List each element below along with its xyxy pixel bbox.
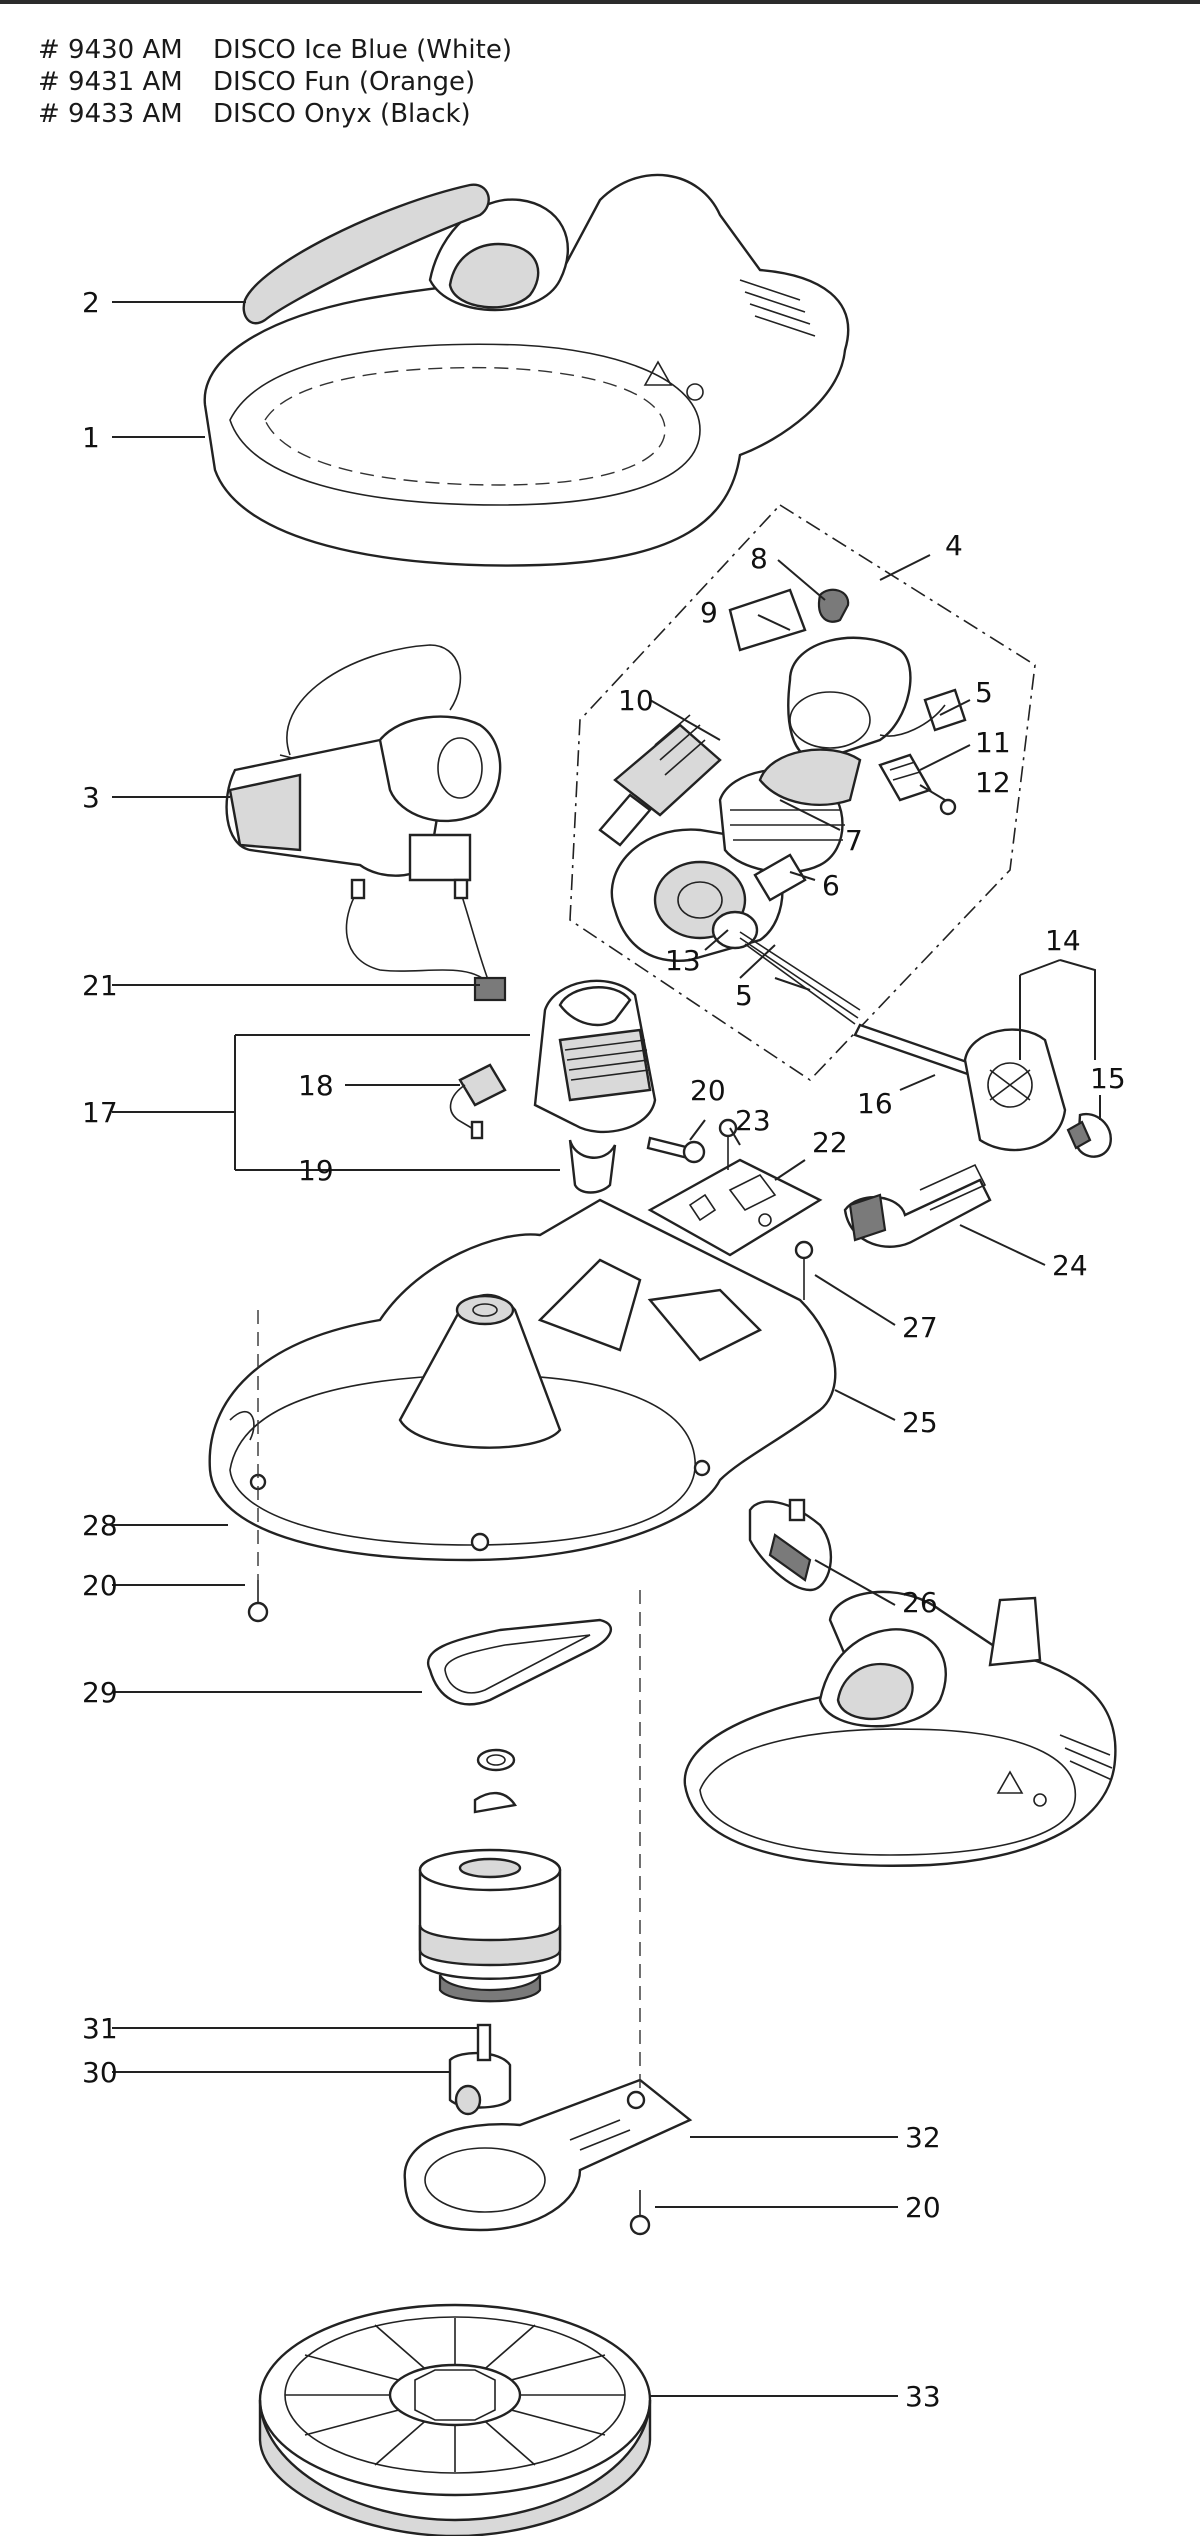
callout-30: 30	[82, 2056, 118, 2089]
callout-9: 9	[700, 596, 718, 629]
part-25-base-housing	[208, 1198, 837, 1562]
part-31-caster-stem	[476, 2023, 492, 2062]
model-row: # 9431 AM DISCO Fun (Orange)	[38, 66, 512, 98]
model-name: DISCO Onyx (Black)	[213, 99, 471, 129]
callout-10: 10	[618, 684, 654, 717]
part-20-screw-top	[646, 1136, 706, 1164]
part-32-base-plate	[403, 1590, 693, 2232]
part-17-motor	[449, 979, 657, 1194]
washer-and-clip	[473, 1748, 518, 1814]
callout-24: 24	[1052, 1249, 1088, 1282]
callout-20-motor: 20	[690, 1074, 726, 1107]
callout-8: 8	[750, 542, 768, 575]
callout-16: 16	[857, 1087, 893, 1120]
callout-19: 19	[298, 1154, 334, 1187]
part-27-screw	[794, 1240, 814, 1300]
leader-lines	[112, 301, 1101, 2397]
callout-28: 28	[82, 1509, 118, 1542]
callout-2: 2	[82, 286, 100, 319]
model-name: DISCO Fun (Orange)	[213, 67, 476, 97]
callout-11: 11	[975, 726, 1011, 759]
callout-25: 25	[902, 1406, 938, 1439]
part-3-handle-assembly	[225, 644, 502, 882]
part-21-wire-harness	[345, 878, 507, 1002]
callout-7: 7	[845, 824, 863, 857]
model-name: DISCO Ice Blue (White)	[213, 35, 512, 65]
callout-20-plate: 20	[905, 2191, 941, 2224]
callout-33: 33	[905, 2380, 941, 2413]
model-code: # 9431 AM	[38, 67, 183, 97]
callout-17: 17	[82, 1096, 118, 1129]
part-1-top-housing	[203, 173, 850, 567]
callout-31: 31	[82, 2012, 118, 2045]
callout-20-base: 20	[82, 1569, 118, 1602]
callout-22: 22	[812, 1126, 848, 1159]
assembled-unit-view	[683, 1590, 1117, 1867]
callout-32: 32	[905, 2121, 941, 2154]
part-26-handle-grip	[748, 1498, 833, 1592]
model-row: # 9430 AM DISCO Ice Blue (White)	[38, 34, 512, 66]
part-20-screw-plate	[629, 2190, 651, 2236]
part-22-circuit-board	[647, 1158, 823, 1257]
drive-hub	[418, 1848, 562, 2003]
model-list: # 9430 AM DISCO Ice Blue (White) # 9431 …	[38, 34, 512, 130]
callout-26: 26	[902, 1586, 938, 1619]
callout-23: 23	[735, 1104, 771, 1137]
callout-14: 14	[1045, 924, 1081, 957]
callout-13: 13	[665, 944, 701, 977]
callout-1: 1	[82, 421, 100, 454]
part-16-shaft-end-cap	[853, 1023, 1112, 1158]
model-row: # 9433 AM DISCO Onyx (Black)	[38, 98, 512, 130]
model-code: # 9430 AM	[38, 35, 183, 65]
part-29-drive-belt	[427, 1618, 613, 1706]
part-24-switch-assembly	[843, 1163, 992, 1248]
part-20-screw-base	[247, 1310, 269, 1623]
callout-18: 18	[298, 1069, 334, 1102]
callout-27: 27	[902, 1311, 938, 1344]
callout-numbers: 2 1 3 4 8 9 10 5 11 12 7 6 13 5 14 15 16…	[82, 286, 1126, 2413]
callout-29: 29	[82, 1676, 118, 1709]
model-code: # 9433 AM	[38, 99, 183, 129]
top-rule	[0, 0, 1200, 4]
part-4-motor-housing-assembly	[569, 503, 1036, 1082]
callout-5-lower: 5	[735, 979, 753, 1012]
callout-5: 5	[975, 676, 993, 709]
callout-4: 4	[945, 529, 963, 562]
part-30-wheel-caster	[448, 2051, 512, 2116]
callout-12: 12	[975, 766, 1011, 799]
callout-21: 21	[82, 969, 118, 1002]
callout-3: 3	[82, 781, 100, 814]
callout-6: 6	[822, 869, 840, 902]
callout-15: 15	[1090, 1062, 1126, 1095]
part-33-pad-disc	[258, 2303, 652, 2536]
